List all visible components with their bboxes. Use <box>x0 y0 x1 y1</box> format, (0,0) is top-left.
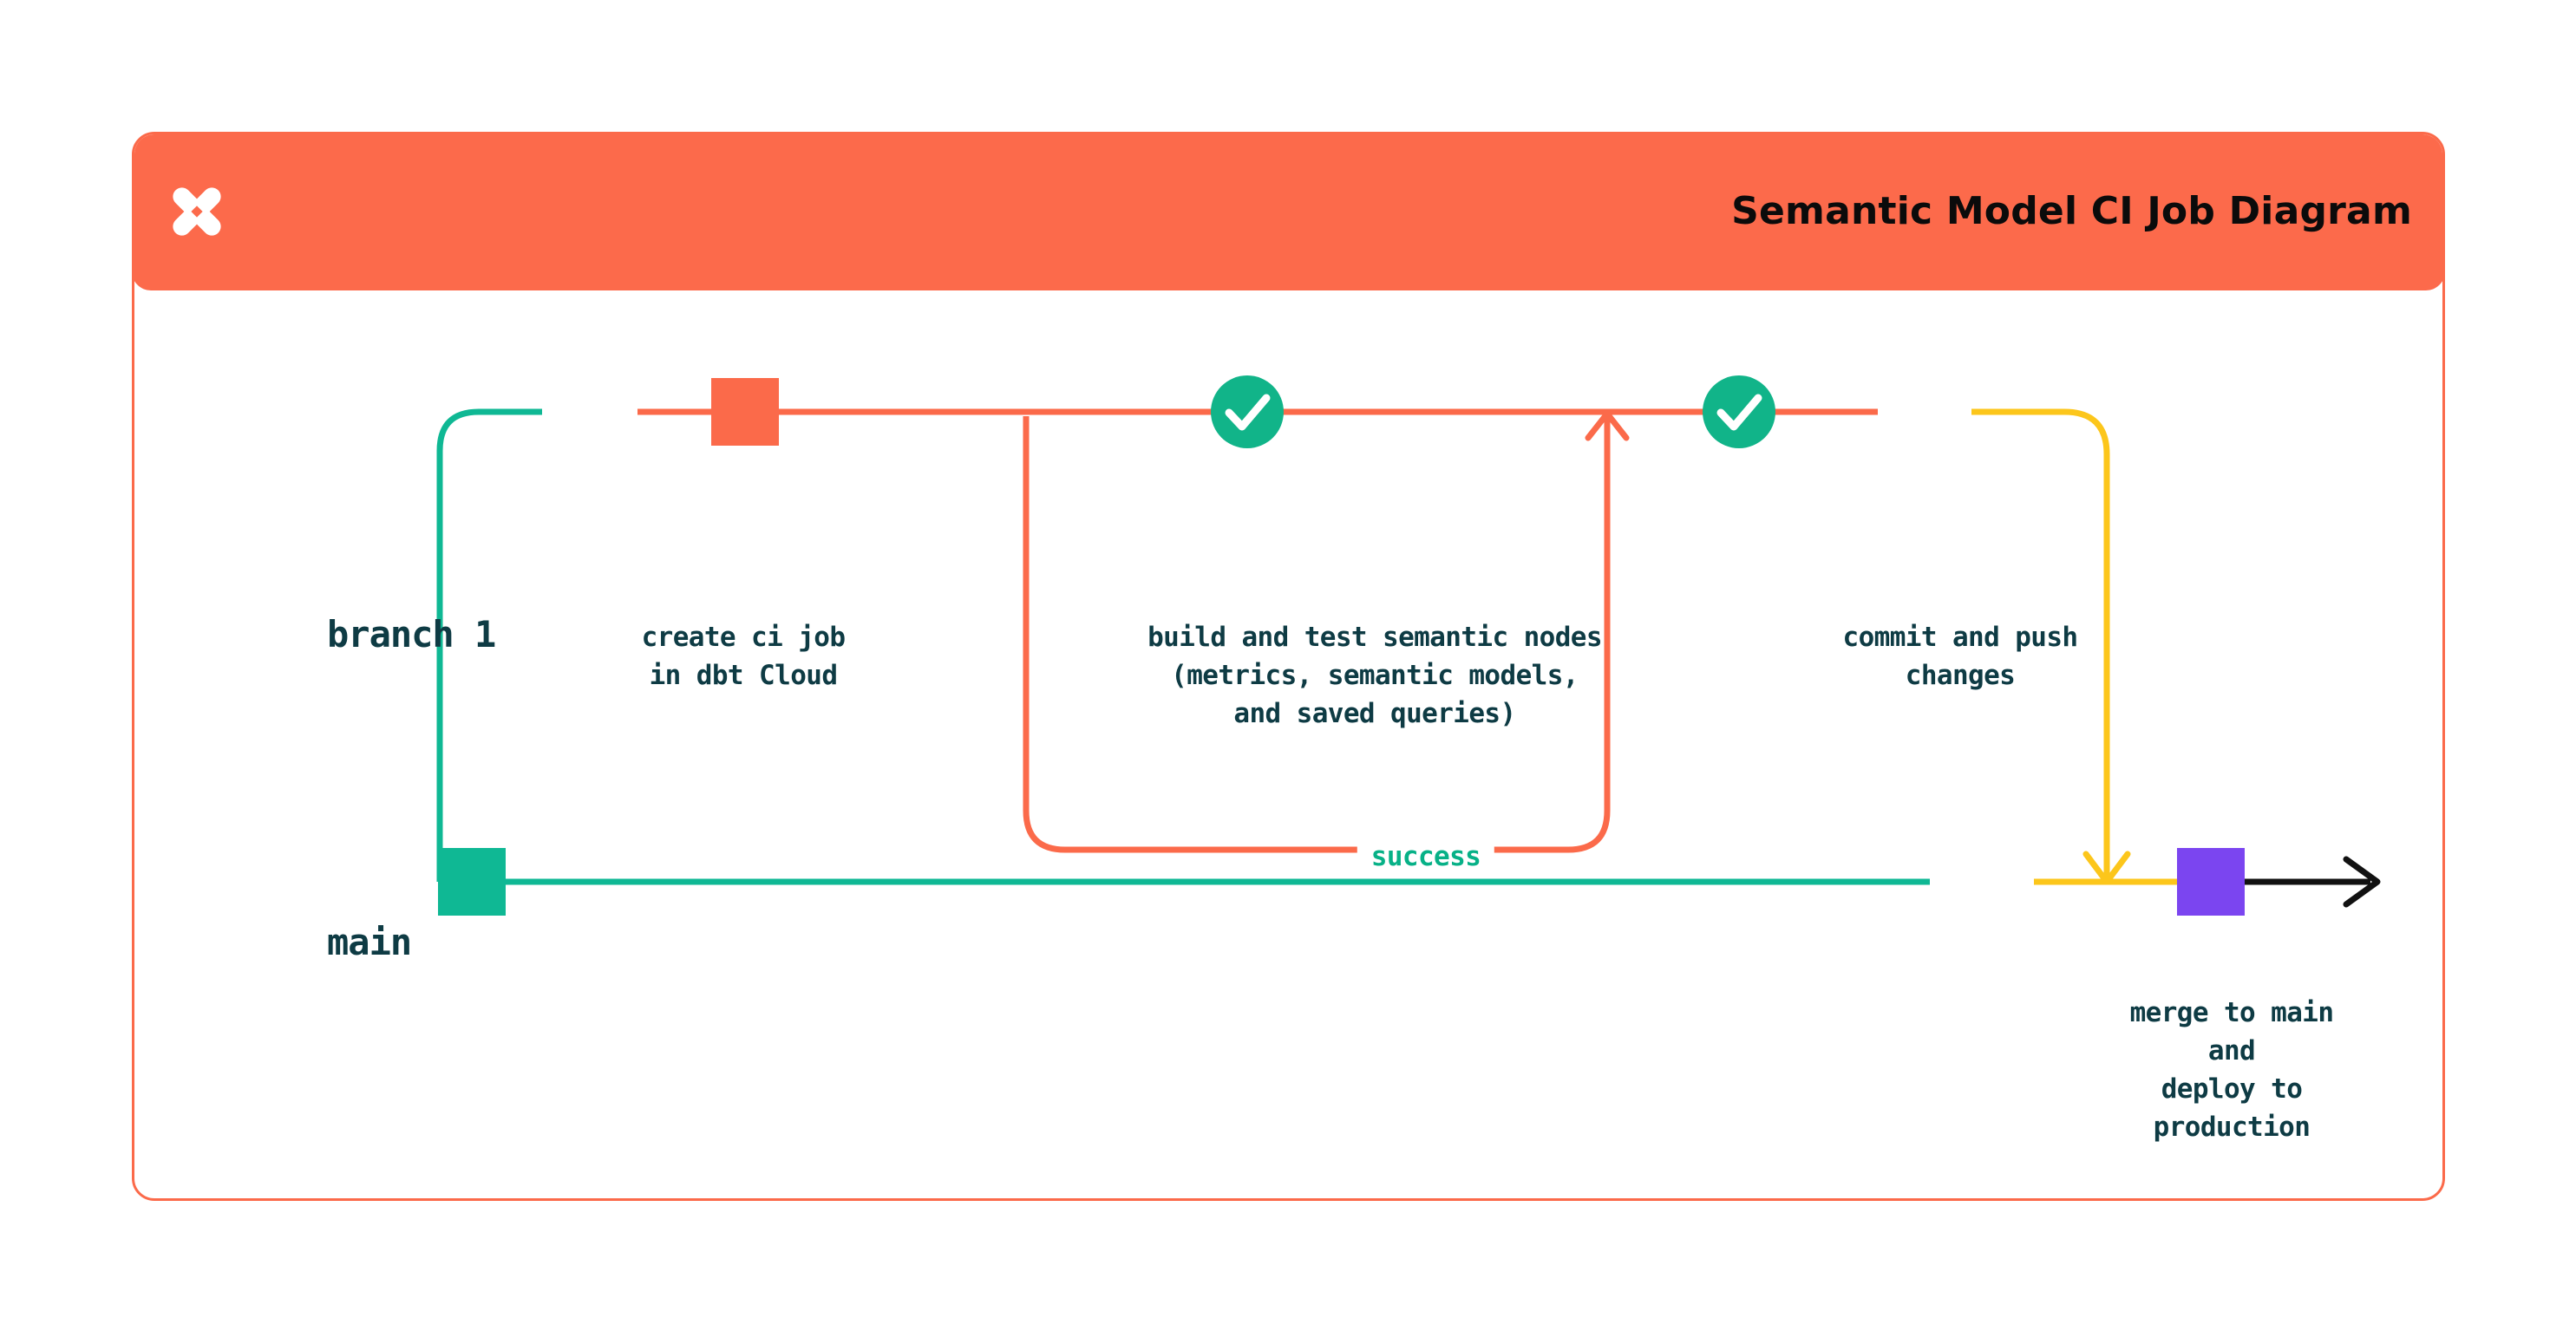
node-label-commit-and-push: commit and push changes <box>1842 622 2079 692</box>
success-loop-edge <box>1023 410 1630 853</box>
commit-and-push-marker[interactable] <box>1703 375 1775 448</box>
node-label-create-ci-job: create ci job in dbt Cloud <box>641 622 846 692</box>
branch-off-edge <box>436 408 637 882</box>
merge-to-main-marker[interactable] <box>2177 848 2245 916</box>
create-ci-job-marker[interactable] <box>711 378 779 446</box>
lane-label-main: main <box>327 921 412 963</box>
lane-label-branch-1: branch 1 <box>327 613 496 655</box>
card-body: branch 1 main create ci job in dbt Cloud… <box>134 290 2442 1198</box>
edge-label-success: success <box>1357 841 1495 872</box>
main-start-marker[interactable] <box>438 848 506 916</box>
page-title: Semantic Model CI Job Diagram <box>1731 189 2412 233</box>
diagram-card: Semantic Model CI Job Diagram <box>132 132 2445 1201</box>
dbt-x-logo-icon <box>163 178 231 245</box>
main-continue-edge <box>2107 856 2381 908</box>
node-label-build-and-test: build and test semantic nodes (metrics, … <box>1147 622 1602 730</box>
node-label-merge-to-main: merge to main and deploy to production <box>2129 997 2334 1144</box>
git-flow-diagram: branch 1 main create ci job in dbt Cloud… <box>134 290 2442 1198</box>
card-header: Semantic Model CI Job Diagram <box>134 134 2442 290</box>
build-and-test-marker[interactable] <box>1211 375 1284 448</box>
